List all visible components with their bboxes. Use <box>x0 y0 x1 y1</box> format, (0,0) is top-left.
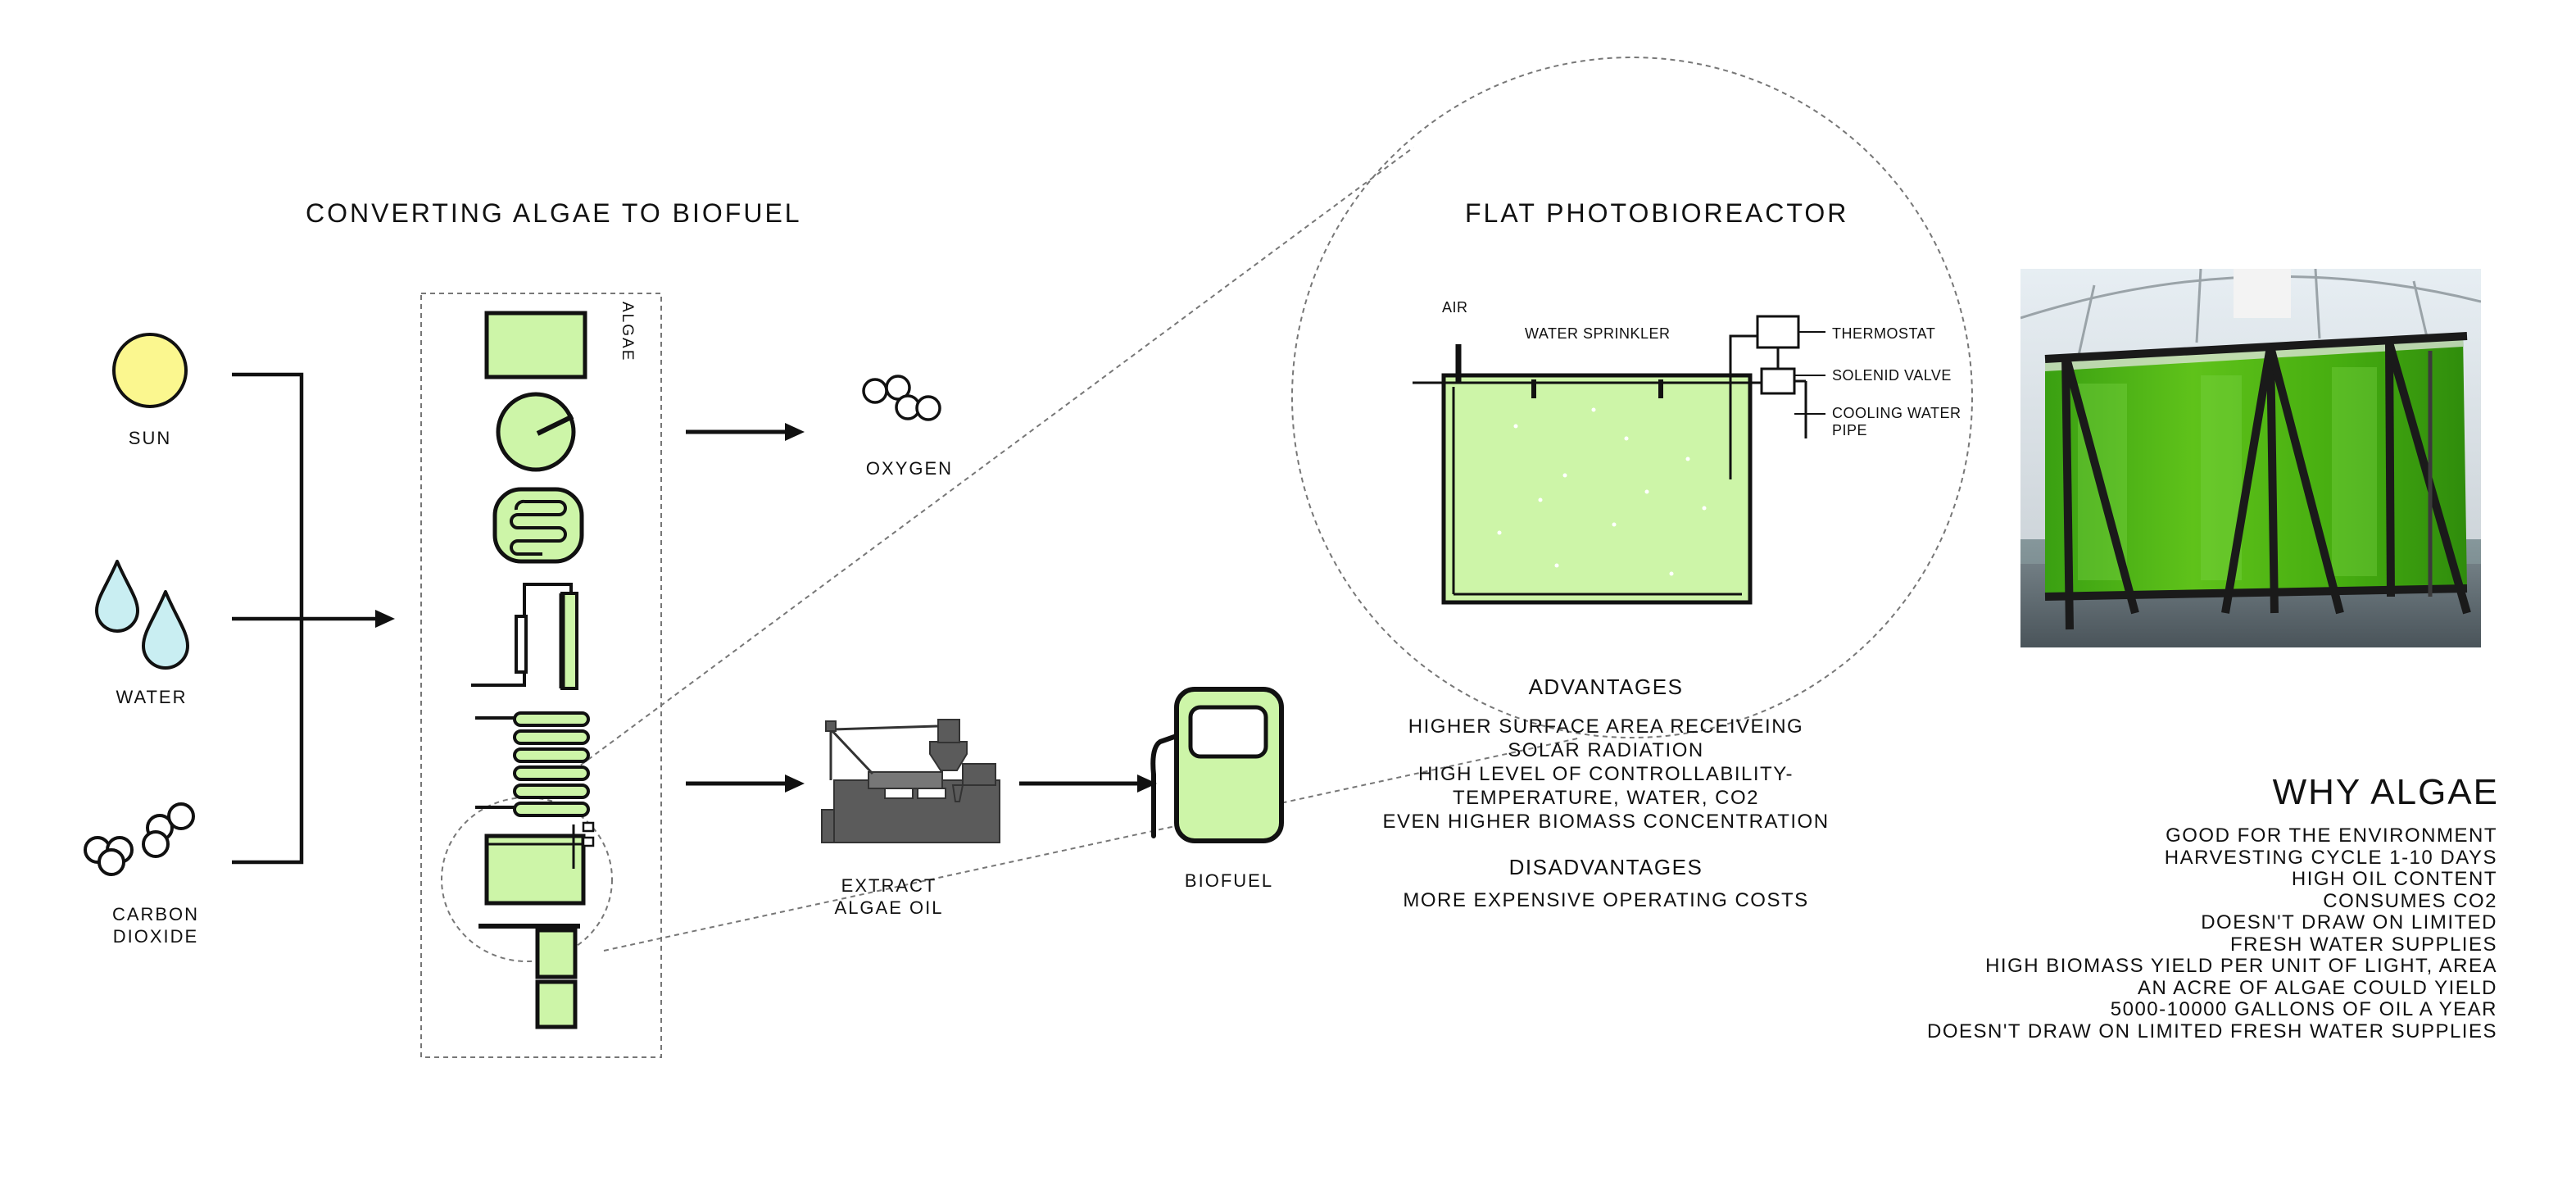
water-label: WATER <box>116 687 188 707</box>
advantage-item: HIGHER SURFACE AREA RECEIVEING <box>1408 715 1804 738</box>
flow-arrows <box>686 423 1157 793</box>
reactor-zoom-circle <box>1291 57 1973 738</box>
advantage-item: EVEN HIGHER BIOMASS CONCENTRATION <box>1382 811 1830 833</box>
disadvantage-item: MORE EXPENSIVE OPERATING COSTS <box>1403 889 1809 911</box>
why-algae-item: HIGH OIL CONTENT <box>2291 868 2497 890</box>
zoom-line-bottom <box>603 737 1582 952</box>
why-algae-item: CONSUMES CO2 <box>2323 889 2497 912</box>
cooling-pipe-label: COOLING WATER PIPE <box>1832 405 1961 438</box>
advantages-list: HIGHER SURFACE AREA RECEIVEING SOLAR RAD… <box>1344 715 1868 834</box>
reactor-bubbles <box>1497 407 1707 576</box>
carbon-dioxide-label: CARBON DIOXIDE <box>111 904 200 947</box>
zoom-line-top <box>573 147 1414 771</box>
stacked-panels-icon <box>478 924 580 1029</box>
why-algae-item: 5000-10000 GALLONS OF OIL A YEAR <box>2110 998 2497 1020</box>
small-reactor-icon <box>484 821 595 906</box>
why-algae-item: AN ACRE OF ALGAE COULD YIELD <box>2137 976 2497 999</box>
tubular-reactor-icon <box>475 711 590 817</box>
zoom-connectors <box>441 57 1973 962</box>
why-algae-heading: WHY ALGAE <box>2272 772 2499 812</box>
inputs-bracket <box>232 372 377 865</box>
inputs-arrowhead <box>375 610 395 628</box>
oxygen-label: OXYGEN <box>865 458 954 479</box>
why-algae-item: HIGH BIOMASS YIELD PER UNIT OF LIGHT, AR… <box>1985 955 2497 977</box>
reactor-small-circle <box>441 797 613 962</box>
advantage-item: SOLAR RADIATION <box>1508 739 1704 761</box>
sun-icon <box>112 333 188 408</box>
air-label: AIR <box>1442 299 1468 316</box>
reactor-title: FLAT PHOTOBIOREACTOR <box>1465 198 1849 228</box>
raceway-pond-icon <box>492 487 584 564</box>
fuel-pump-icon <box>1150 687 1284 843</box>
water-sprinkler-label: WATER SPRINKLER <box>1525 325 1671 342</box>
carbon-dioxide-icon <box>84 802 195 876</box>
extract-oil-label: EXTRACT ALGAE OIL <box>834 875 944 918</box>
why-algae-item: HARVESTING CYCLE 1-10 DAYS <box>2164 846 2497 869</box>
flat-panel-icon <box>484 311 587 379</box>
round-pond-icon <box>496 392 576 472</box>
why-algae-item: GOOD FOR THE ENVIRONMENT <box>2166 824 2497 847</box>
advantage-item: TEMPERATURE, WATER, CO2 <box>1452 787 1760 809</box>
disadvantages-heading: DISADVANTAGES <box>1508 855 1703 879</box>
sun-label: SUN <box>128 428 172 448</box>
page-title: CONVERTING ALGAE TO BIOFUEL <box>306 198 802 228</box>
photobioreactor-photo <box>2020 269 2481 647</box>
why-algae-item: DOESN'T DRAW ON LIMITED FRESH WATER SUPP… <box>1927 1020 2497 1042</box>
why-algae-item: FRESH WATER SUPPLIES <box>2229 933 2497 956</box>
algae-column-box <box>420 293 662 1058</box>
disadvantages-list: MORE EXPENSIVE OPERATING COSTS <box>1344 888 1868 912</box>
algae-label: ALGAE <box>619 302 636 362</box>
solenoid-valve-label: SOLENID VALVE <box>1832 367 1952 384</box>
why-algae-item: DOESN'T DRAW ON LIMITED <box>2201 911 2497 933</box>
thermostat-label: THERMOSTAT <box>1832 325 1936 342</box>
biofuel-label: BIOFUEL <box>1184 870 1274 891</box>
oil-press-icon <box>821 719 1000 843</box>
advantages-heading: ADVANTAGES <box>1528 675 1684 699</box>
why-algae-list: GOOD FOR THE ENVIRONMENT HARVESTING CYCL… <box>1884 824 2497 1042</box>
water-drops-icon <box>95 560 189 670</box>
oxygen-icon <box>862 375 941 421</box>
column-reactor-icon <box>471 583 578 690</box>
reactor-detail <box>1413 315 1825 605</box>
advantage-item: HIGH LEVEL OF CONTROLLABILITY- <box>1417 763 1794 785</box>
